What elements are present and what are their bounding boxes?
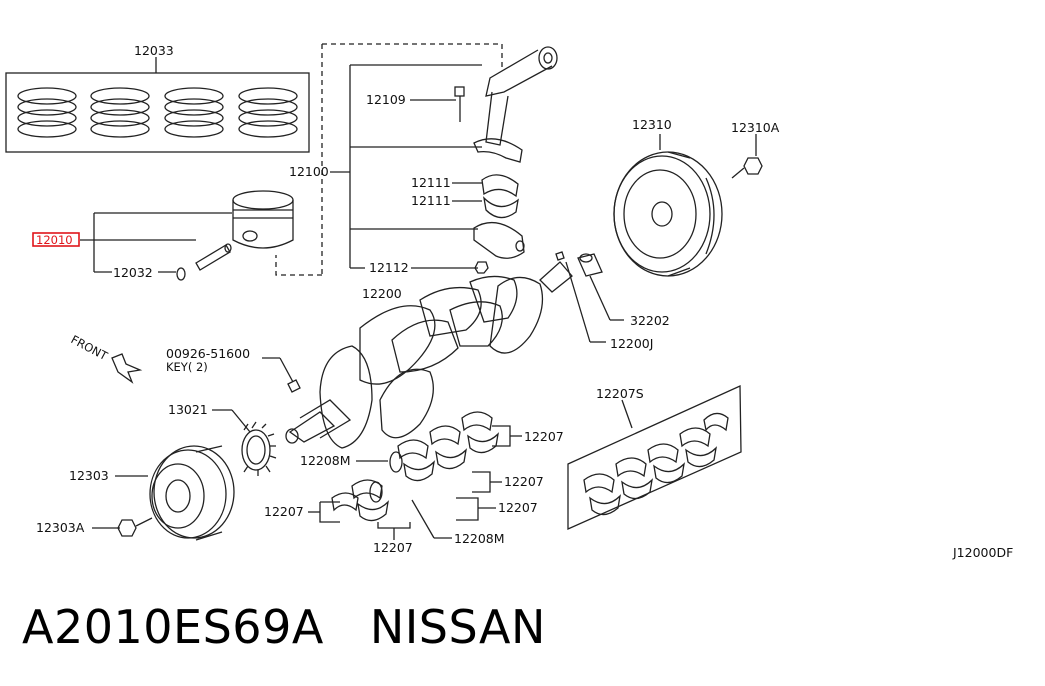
thrust-washer-icon xyxy=(389,451,403,473)
plug-icon xyxy=(555,251,565,261)
label-00926-51600: 00926-51600 xyxy=(166,346,250,361)
piston-ring-icon xyxy=(238,87,298,138)
bearing-shell-icon xyxy=(481,174,519,198)
piston-pin-icon xyxy=(195,243,232,271)
pulley-bolt-icon xyxy=(117,517,153,537)
flywheel-bolt-icon xyxy=(731,157,763,179)
front-arrow-icon xyxy=(111,353,143,384)
label-key-note: KEY( 2) xyxy=(166,360,208,374)
label-12200: 12200 xyxy=(362,286,402,301)
label-12111-lower: 12111 xyxy=(411,193,451,208)
brand-name: NISSAN xyxy=(369,600,546,654)
label-12310a: 12310A xyxy=(731,120,780,135)
thrust-washer-icon xyxy=(369,481,383,503)
piston-ring-icon xyxy=(17,87,77,138)
main-bearing-set-icon xyxy=(583,412,729,516)
bearing-shell-icon xyxy=(483,196,519,219)
front-label: FRONT xyxy=(69,332,111,363)
piston-ring-icon xyxy=(90,87,150,138)
label-12303a: 12303A xyxy=(36,520,85,535)
parts-diagram: 12033 12010 12032 12109 12100 12111 1211… xyxy=(5,43,1013,560)
label-12208m-b: 12208M xyxy=(454,531,505,546)
part-number: A2010ES69A xyxy=(22,600,324,654)
label-13021: 13021 xyxy=(168,402,208,417)
label-12100: 12100 xyxy=(289,164,329,179)
label-32202: 32202 xyxy=(630,313,670,328)
main-bearing-icon xyxy=(331,411,499,522)
label-12112: 12112 xyxy=(369,260,409,275)
label-12207-c: 12207 xyxy=(498,500,538,515)
label-12207-a: 12207 xyxy=(524,429,564,444)
conrod-nut-icon xyxy=(474,261,489,274)
label-12032: 12032 xyxy=(113,265,153,280)
key-icon xyxy=(287,379,301,393)
diagram-code: J12000DF xyxy=(952,545,1013,560)
label-12010: 12010 xyxy=(36,233,73,247)
flywheel-icon xyxy=(613,151,723,277)
main-bearing-set-box xyxy=(567,384,742,531)
highlight-box xyxy=(32,232,80,247)
label-12208m-a: 12208M xyxy=(300,453,351,468)
snap-ring-icon xyxy=(176,267,186,281)
label-12207-e: 12207 xyxy=(373,540,413,555)
conrod-icon xyxy=(473,46,558,163)
label-12303: 12303 xyxy=(69,468,109,483)
label-12310: 12310 xyxy=(632,117,672,132)
label-12111-upper: 12111 xyxy=(411,175,451,190)
label-12207-d: 12207 xyxy=(264,504,304,519)
piston-ring-box xyxy=(5,72,310,153)
label-12109: 12109 xyxy=(366,92,406,107)
label-12200j: 12200J xyxy=(610,336,653,351)
crankshaft-icon xyxy=(285,261,573,449)
label-12207-b: 12207 xyxy=(504,474,544,489)
sprocket-icon xyxy=(241,421,277,476)
label-12033: 12033 xyxy=(134,43,174,58)
pilot-bushing-icon xyxy=(577,253,603,277)
label-12207s: 12207S xyxy=(596,386,644,401)
conrod-bolt-icon xyxy=(454,86,465,122)
piston-icon xyxy=(232,190,294,249)
crank-pulley-icon xyxy=(149,445,235,541)
footer-caption: A2010ES69A NISSAN xyxy=(22,600,546,654)
conrod-cap-icon xyxy=(473,221,525,259)
piston-ring-icon xyxy=(164,87,224,138)
